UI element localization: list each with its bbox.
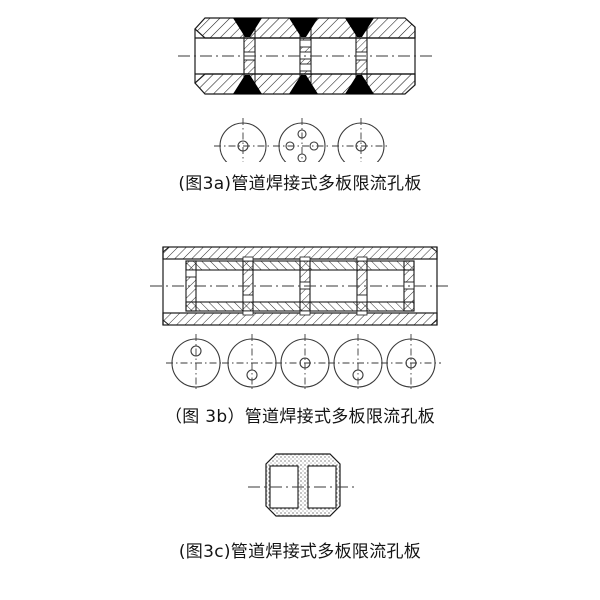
plate-face-b1 [166,334,226,392]
end-views-3a [214,118,390,162]
figure-3c-caption: (图3c)管道焊接式多板限流孔板 [178,542,422,562]
weld-symbols-top [233,18,374,37]
section-view-3c [248,453,358,517]
section-view-3a [178,17,432,95]
figure-3a-caption: (图3a)管道焊接式多板限流孔板 [178,174,422,194]
plate-face-b4 [328,334,388,392]
weld-symbols-bottom [233,75,374,94]
figure-3b-drawing [150,246,450,392]
plate-face-3 [332,118,390,162]
end-views-3b [166,334,441,392]
plate-face-b5 [381,334,441,392]
plate-face-b2 [222,334,282,392]
plate-face-1 [214,118,272,162]
figure-3b-caption: （图 3b）管道焊接式多板限流孔板 [164,407,436,427]
weld-tick-marks [242,256,368,316]
figure-3c-drawing [248,453,358,517]
plate-face-b3 [275,334,335,392]
section-view-3b [150,246,450,326]
figure-3c: (图3c)管道焊接式多板限流孔板 [0,448,600,564]
plate-face-2 [273,118,331,162]
figure-3a-drawing [178,17,432,162]
figure-3b: （图 3b）管道焊接式多板限流孔板 [0,238,600,429]
figure-3a: (图3a)管道焊接式多板限流孔板 [0,10,600,196]
